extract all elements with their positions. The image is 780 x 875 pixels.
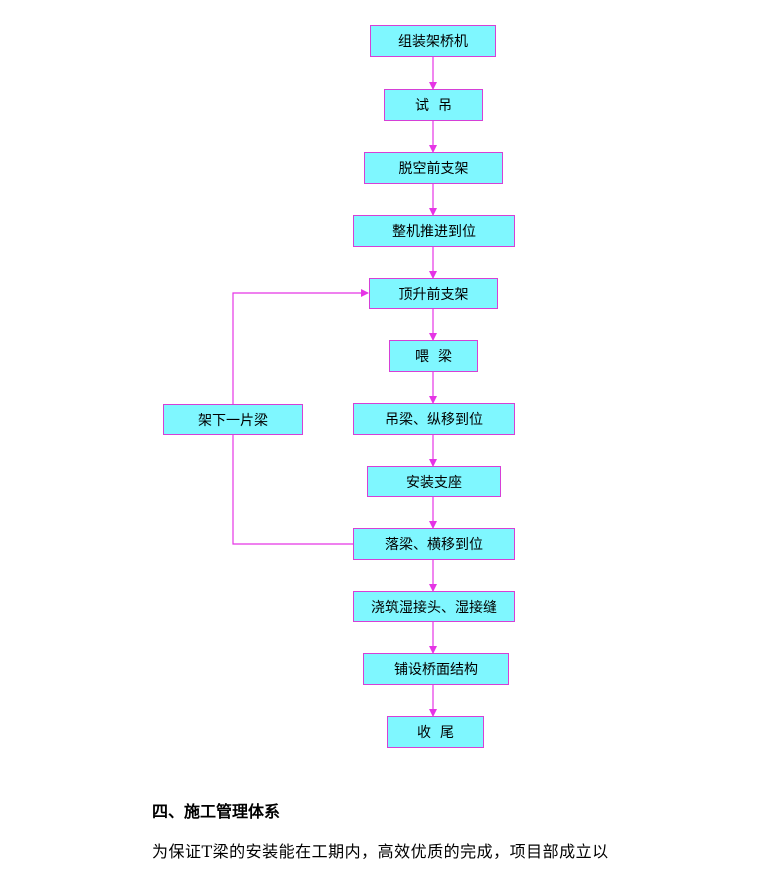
step-lift-and-move-beam: 吊梁、纵移到位 <box>353 403 515 435</box>
step-feed-beam: 喂 梁 <box>389 340 478 372</box>
section-body-text: 为保证T梁的安装能在工期内，高效优质的完成，项目部成立以 <box>152 842 609 861</box>
step-assemble-bridge-erector: 组装架桥机 <box>370 25 496 57</box>
step-trial-lift: 试 吊 <box>384 89 483 121</box>
step-jack-front-support: 顶升前支架 <box>369 278 498 309</box>
step-install-bearing: 安装支座 <box>367 466 501 497</box>
step-release-front-support: 脱空前支架 <box>364 152 503 184</box>
loop-line-lower <box>232 435 353 545</box>
step-advance-machine: 整机推进到位 <box>353 215 515 247</box>
loop-line-upper <box>232 289 369 404</box>
step-next-beam-loop: 架下一片梁 <box>163 404 303 435</box>
step-cast-wet-joints: 浇筑湿接头、湿接缝 <box>353 591 515 622</box>
step-lay-deck-structure: 铺设桥面结构 <box>363 653 509 685</box>
step-finish: 收 尾 <box>387 716 484 748</box>
section-heading: 四、施工管理体系 <box>152 802 281 821</box>
step-lower-and-shift-beam: 落梁、横移到位 <box>353 528 515 560</box>
